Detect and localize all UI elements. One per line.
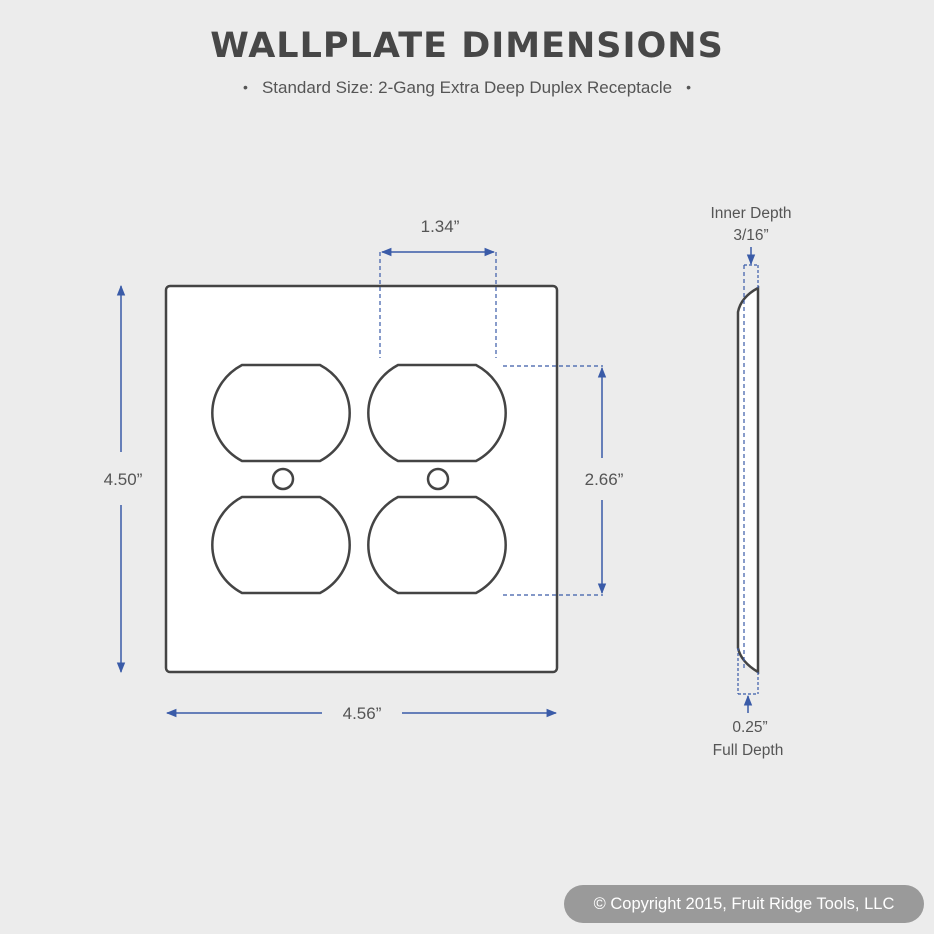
- outlet-spacing-dimension: 1.34”: [379, 217, 497, 358]
- page-subtitle: • Standard Size: 2-Gang Extra Deep Duplex…: [0, 78, 934, 98]
- copyright-badge: © Copyright 2015, Fruit Ridge Tools, LLC: [564, 885, 924, 923]
- width-dimension: 4.56”: [165, 704, 558, 723]
- width-label: 4.56”: [343, 704, 382, 723]
- wallplate-front: [164, 284, 559, 674]
- bullet-right: •: [686, 79, 691, 95]
- height-label: 4.50”: [104, 470, 143, 489]
- outlet-height-label: 2.66”: [585, 470, 624, 489]
- screw-hole-right: [426, 467, 450, 491]
- outlet-bottom-left: [211, 495, 351, 595]
- outlet-bottom-right: [367, 495, 507, 595]
- bullet-left: •: [243, 79, 248, 95]
- full-depth-value: 0.25”: [732, 719, 767, 736]
- wallplate-side-profile: [736, 285, 760, 675]
- height-dimension: 4.50”: [104, 284, 143, 674]
- outlet-height-dimension: 2.66”: [503, 365, 624, 596]
- inner-depth-title: Inner Depth: [711, 205, 792, 222]
- inner-depth-dimension: Inner Depth 3/16”: [711, 205, 792, 668]
- inner-depth-value: 3/16”: [733, 227, 768, 244]
- full-depth-title: Full Depth: [713, 742, 784, 759]
- subtitle-text: Standard Size: 2-Gang Extra Deep Duplex …: [261, 78, 673, 97]
- full-depth-dimension: 0.25” Full Depth: [713, 648, 784, 759]
- outlet-top-left: [211, 363, 351, 463]
- page-title: WALLPLATE DIMENSIONS: [210, 26, 724, 66]
- outlet-spacing-label: 1.34”: [421, 217, 460, 236]
- screw-hole-left: [271, 467, 295, 491]
- outlet-top-right: [367, 363, 507, 463]
